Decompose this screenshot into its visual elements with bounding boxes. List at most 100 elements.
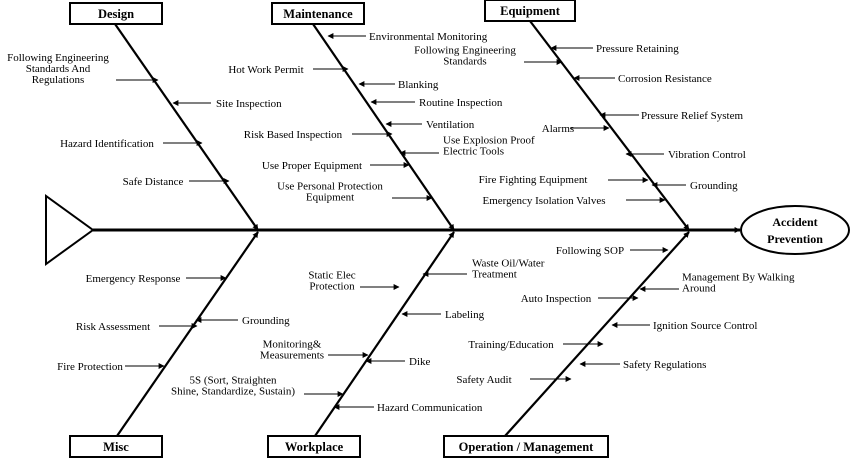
cause-label: Risk Assessment — [76, 321, 150, 333]
svg-text:Equipment: Equipment — [500, 4, 561, 18]
cause-equipment-vibration-control: Vibration Control — [625, 149, 746, 161]
cause-label: Emergency Isolation Valves — [482, 195, 605, 207]
cause-label: Risk Based Inspection — [244, 129, 343, 141]
cause-label: Following SOP — [556, 245, 624, 257]
svg-text:Misc: Misc — [103, 440, 129, 454]
cause-label: Corrosion Resistance — [618, 73, 712, 85]
cause-label: Environmental Monitoring — [369, 31, 488, 43]
cause-label: Hazard Communication — [377, 402, 483, 414]
svg-text:Design: Design — [98, 7, 134, 21]
cause-maintenance-routine-inspection: Routine Inspection — [370, 97, 503, 109]
cause-label: Use Explosion Proof — [443, 135, 535, 147]
cause-label: Standards And — [26, 63, 91, 75]
cause-label: Ventilation — [426, 119, 475, 131]
cause-label: Management By Walking — [682, 272, 795, 284]
cause-maintenance-hot-work-permit: Hot Work Permit — [228, 64, 349, 76]
cause-label: Labeling — [445, 309, 485, 321]
cause-operation-training-education: Training/Education — [468, 339, 604, 351]
cause-label: Emergency Response — [86, 273, 181, 285]
cause-label: Monitoring& — [263, 339, 322, 351]
cause-label: Protection — [309, 281, 355, 293]
cause-label: Safety Regulations — [623, 359, 706, 371]
cause-label: Standards — [443, 56, 486, 68]
category-maintenance: Maintenance — [271, 2, 365, 25]
cause-maintenance-ventilation: Ventilation — [385, 119, 475, 131]
cause-label: Training/Education — [468, 339, 554, 351]
cause-label: Static Elec — [308, 270, 355, 282]
category-equipment: Equipment — [484, 0, 576, 22]
cause-label: Routine Inspection — [419, 97, 503, 109]
cause-equipment-pressure-retaining: Pressure Retaining — [550, 43, 679, 55]
effect-head: Accident Prevention — [740, 205, 850, 255]
cause-maintenance-blanking: Blanking — [358, 79, 439, 91]
cause-misc-risk-assessment: Risk Assessment — [76, 321, 198, 333]
cause-label: Measurements — [260, 350, 324, 362]
cause-label: Blanking — [398, 79, 439, 91]
cause-operation-safety-regulations: Safety Regulations — [579, 359, 706, 371]
cause-maintenance-risk-based-inspection: Risk Based Inspection — [244, 129, 393, 141]
svg-text:Operation / Management: Operation / Management — [459, 440, 595, 454]
cause-label: Use Personal Protection — [277, 181, 383, 193]
cause-label: Ignition Source Control — [653, 320, 758, 332]
cause-label: Auto Inspection — [521, 293, 592, 305]
cause-label: Electric Tools — [443, 146, 504, 158]
cause-label: Regulations — [32, 74, 85, 86]
category-workplace: Workplace — [267, 435, 361, 458]
cause-maintenance-use-proper-equipment: Use Proper Equipment — [262, 160, 410, 172]
cause-equipment-fire-fighting-equipment: Fire Fighting Equipment — [479, 174, 649, 186]
cause-label: Grounding — [690, 180, 738, 192]
cause-misc-emergency-response: Emergency Response — [86, 273, 227, 285]
cause-label: 5S (Sort, Straighten — [189, 375, 277, 387]
bone-misc — [116, 231, 259, 437]
cause-label: Grounding — [242, 315, 290, 327]
svg-text:Workplace: Workplace — [285, 440, 344, 454]
cause-design-safe-distance: Safe Distance — [123, 176, 230, 188]
bone-operation — [504, 231, 690, 437]
category-misc: Misc — [69, 435, 163, 458]
cause-label: Pressure Relief System — [641, 110, 743, 122]
cause-label: Safety Audit — [456, 374, 511, 386]
cause-label: Fire Protection — [57, 361, 123, 373]
category-design: Design — [69, 2, 163, 25]
cause-operation-following-sop: Following SOP — [556, 245, 669, 257]
cause-workplace-hazard-communication: Hazard Communication — [333, 402, 483, 414]
cause-label: Site Inspection — [216, 98, 282, 110]
cause-equipment-corrosion-resistance: Corrosion Resistance — [573, 73, 712, 85]
cause-label: Pressure Retaining — [596, 43, 679, 55]
cause-label: Shine, Standardize, Sustain) — [171, 386, 295, 398]
cause-label: Safe Distance — [123, 176, 184, 188]
cause-equipment-grounding: Grounding — [651, 180, 738, 192]
effect-line-1: Accident — [772, 215, 817, 229]
cause-maintenance-environmental-monitoring: Environmental Monitoring — [327, 31, 488, 43]
cause-label: Following Engineering — [7, 52, 109, 64]
category-operation: Operation / Management — [443, 435, 609, 458]
fish-tail — [45, 194, 95, 266]
cause-operation-ignition-source-control: Ignition Source Control — [611, 320, 758, 332]
bone-workplace — [314, 231, 455, 437]
cause-label: Vibration Control — [668, 149, 746, 161]
cause-label: Fire Fighting Equipment — [479, 174, 588, 186]
effect-ellipse — [740, 205, 850, 255]
cause-equipment-alarms: Alarms — [542, 123, 610, 135]
cause-workplace-dike: Dike — [365, 356, 431, 368]
cause-label: Dike — [409, 356, 431, 368]
cause-equipment-pressure-relief-system: Pressure Relief System — [599, 110, 743, 122]
cause-misc-fire-protection: Fire Protection — [57, 361, 165, 373]
bone-design — [114, 23, 259, 231]
cause-label: Use Proper Equipment — [262, 160, 362, 172]
cause-design-site-inspection: Site Inspection — [172, 98, 282, 110]
cause-label: Equipment — [306, 192, 354, 204]
cause-label: Hot Work Permit — [228, 64, 303, 76]
cause-label: Following Engineering — [414, 45, 516, 57]
cause-workplace-monitoring-measurements: Monitoring&Measurements — [260, 339, 369, 362]
cause-label: Waste Oil/Water — [472, 258, 545, 270]
cause-label: Alarms — [542, 123, 574, 135]
